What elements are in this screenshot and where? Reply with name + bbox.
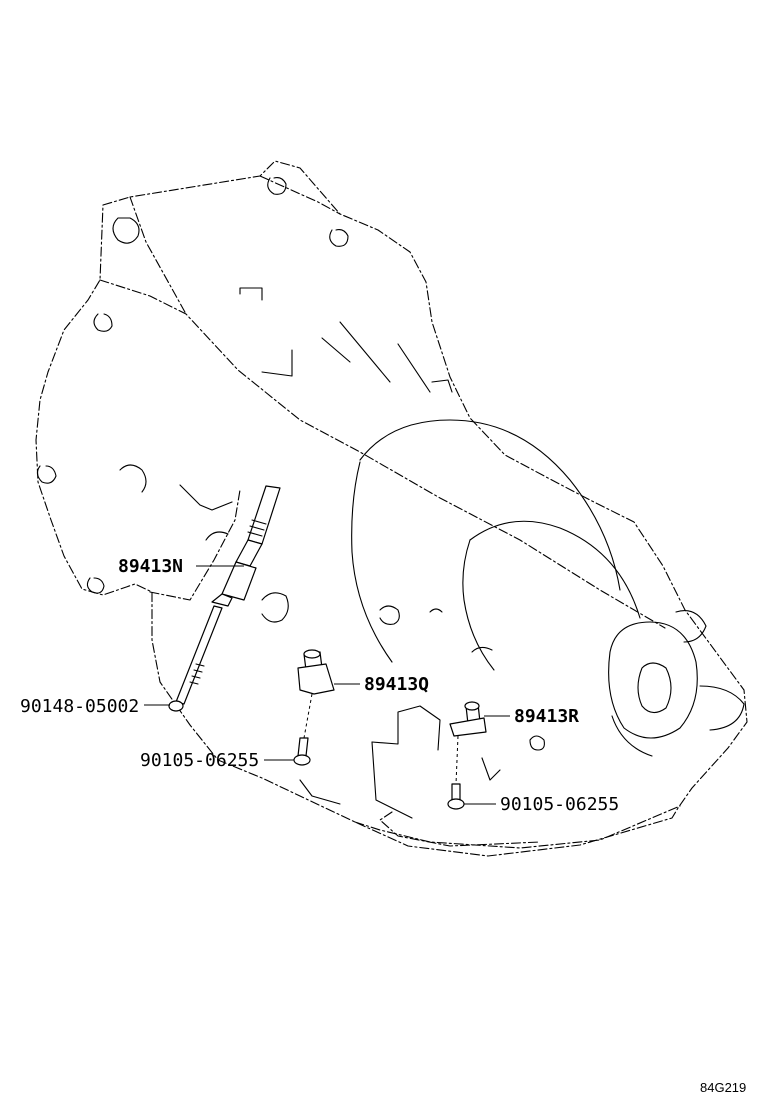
label-90105-06255-left[interactable]: 90105-06255 [140, 750, 259, 771]
bolt-90105-06255-right[interactable] [447, 735, 465, 810]
leader-lines [144, 565, 510, 805]
label-89413n[interactable]: 89413N [118, 556, 183, 577]
transmission-details [36, 177, 745, 819]
diagram-code: 84G219 [700, 1080, 746, 1095]
sensor-89413q[interactable] [297, 649, 335, 695]
transmission-housing [35, 160, 748, 857]
sensor-89413n[interactable] [211, 485, 281, 607]
label-89413q[interactable]: 89413Q [364, 674, 429, 695]
bolt-90105-06255-left[interactable] [293, 693, 313, 766]
bolt-90148-05002[interactable] [168, 605, 223, 712]
label-90105-06255-right[interactable]: 90105-06255 [500, 794, 619, 815]
sensor-89413r[interactable] [449, 701, 487, 737]
label-90148-05002[interactable]: 90148-05002 [20, 696, 139, 717]
label-89413r[interactable]: 89413R [514, 706, 579, 727]
